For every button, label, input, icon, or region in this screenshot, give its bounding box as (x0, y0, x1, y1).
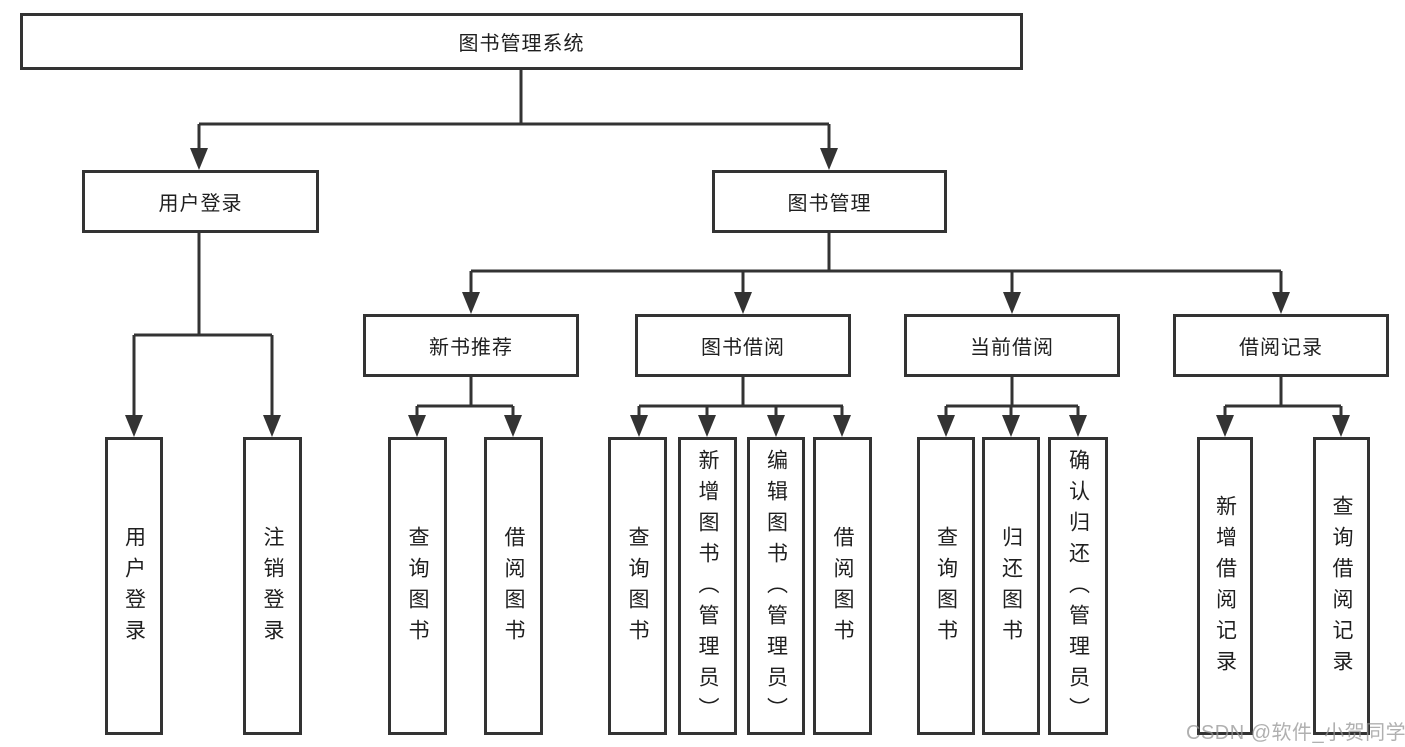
watermark: CSDN @软件_小贺同学 (1186, 722, 1405, 744)
node-root: 图书管理系统 (20, 13, 1023, 70)
node-new-book-recommend: 新书推荐 (363, 314, 579, 377)
node-borrowing-records: 借阅记录 (1173, 314, 1389, 377)
node-user-login: 用户登录 (82, 170, 319, 233)
node-leaf-records-add: 新增借阅记录 (1197, 437, 1253, 735)
node-leaf-cur-query-books: 查询图书 (917, 437, 975, 735)
node-leaf-logout: 注销登录 (243, 437, 302, 735)
node-leaf-cur-confirm-return: 确认归还（管理员） (1048, 437, 1108, 735)
node-leaf-bor-edit-books: 编辑图书（管理员） (747, 437, 805, 735)
connector-skeleton (134, 70, 1341, 408)
node-leaf-rec-borrow-books: 借阅图书 (484, 437, 543, 735)
node-leaf-records-query: 查询借阅记录 (1313, 437, 1370, 735)
node-book-management: 图书管理 (712, 170, 947, 233)
node-leaf-rec-query-books: 查询图书 (388, 437, 447, 735)
node-book-borrowing: 图书借阅 (635, 314, 851, 377)
node-leaf-bor-borrow-books: 借阅图书 (813, 437, 872, 735)
node-leaf-cur-return-books: 归还图书 (982, 437, 1040, 735)
node-leaf-user-login: 用户登录 (105, 437, 163, 735)
node-current-borrowing: 当前借阅 (904, 314, 1120, 377)
node-leaf-bor-query-books: 查询图书 (608, 437, 667, 735)
node-leaf-bor-add-books: 新增图书（管理员） (678, 437, 737, 735)
